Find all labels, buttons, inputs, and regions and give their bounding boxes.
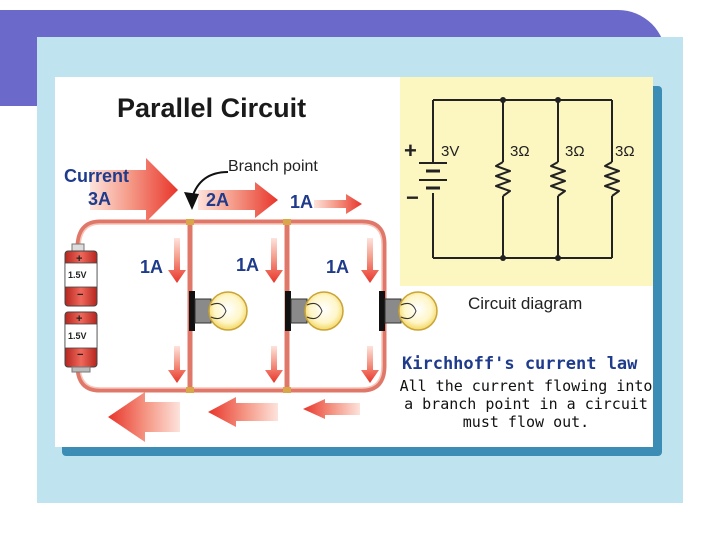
resistor-label-2: 3Ω	[565, 143, 585, 160]
current-arrow-main	[90, 158, 178, 222]
branch-joints	[186, 219, 291, 393]
current-after-branch-1: 2A	[206, 190, 230, 210]
law-body: All the current flowing into a branch po…	[399, 377, 653, 431]
resistor-label-1: 3Ω	[510, 143, 530, 160]
main-current-value: 3A	[88, 189, 112, 209]
schematic-voltage: 3V	[441, 143, 460, 160]
schematic-caption: Circuit diagram	[468, 294, 583, 313]
bulb-2	[285, 291, 344, 331]
battery-plus-bottom: +	[76, 313, 83, 325]
battery-plus-top: +	[76, 253, 83, 265]
cell-top-label: 1.5V	[68, 270, 87, 280]
current-arrow-2a	[198, 182, 278, 218]
resistor-label-3: 3Ω	[615, 143, 635, 160]
schematic-plus: +	[404, 138, 417, 163]
branch-current-3: 1A	[326, 257, 350, 277]
current-after-branch-2: 1A	[290, 192, 314, 212]
return-arrows	[108, 392, 360, 442]
battery-minus-bottom: −	[77, 349, 84, 361]
schematic-nodes	[500, 97, 561, 261]
cell-bottom-label: 1.5V	[68, 331, 87, 341]
page-title: Parallel Circuit	[117, 93, 307, 123]
branch-current-1: 1A	[140, 257, 164, 277]
branch-point-pointer	[184, 171, 229, 210]
schematic-resistors	[495, 161, 620, 197]
current-arrow-1a-top	[314, 194, 362, 214]
branch-current-2: 1A	[236, 255, 260, 275]
battery-minus-top: −	[77, 289, 84, 301]
branch-point-label: Branch point	[228, 158, 318, 175]
branch-arrows-down	[168, 238, 379, 383]
current-label: Current	[64, 166, 130, 186]
law-title: Kirchhoff's current law	[402, 354, 638, 374]
battery	[64, 243, 98, 373]
bulb-1	[189, 291, 248, 331]
bulb-3	[379, 291, 438, 331]
schematic-background	[400, 77, 653, 286]
schematic-battery-symbol	[419, 162, 447, 190]
schematic-minus: −	[406, 185, 419, 210]
schematic-wires	[432, 99, 613, 259]
